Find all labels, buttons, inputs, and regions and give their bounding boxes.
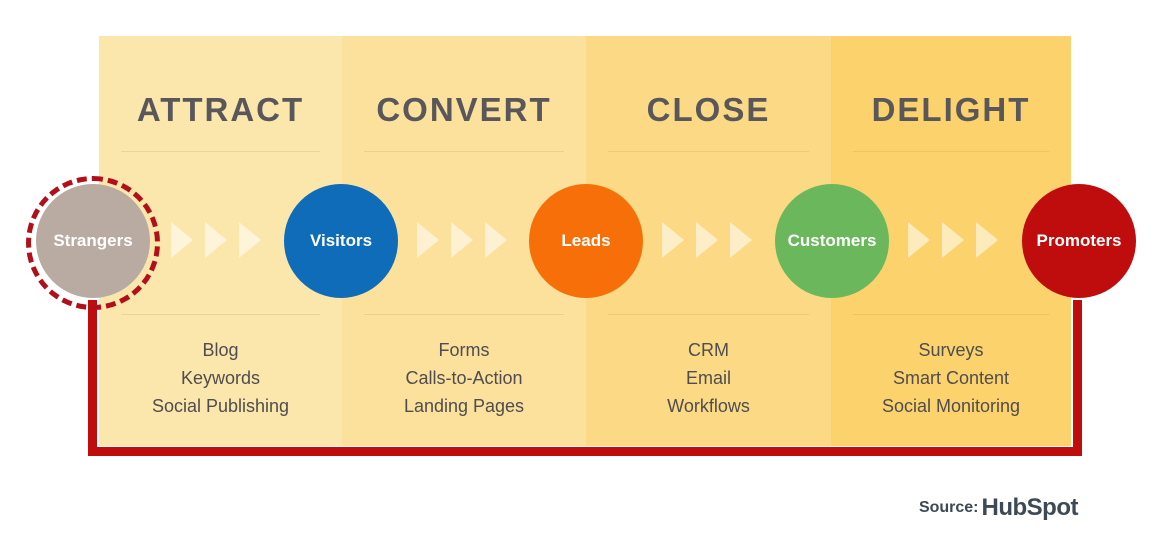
chevron-right-icon [696,222,718,258]
tool-item: Social Monitoring [881,396,1021,416]
divider [121,151,320,152]
persona-label: Strangers [53,231,133,250]
stage-title: CONVERT [376,91,552,128]
tool-item: Forms [438,340,490,360]
chevron-right-icon [417,222,439,258]
chevron-right-icon [205,222,227,258]
chevron-right-icon [908,222,930,258]
promoter-loop-line [88,300,1082,456]
tool-item: Social Publishing [151,396,290,416]
chevron-right-icon [730,222,752,258]
tool-list: Surveys Smart Content Social Monitoring [831,336,1071,420]
persona-customers: Customers [775,184,889,298]
tool-item: Blog [202,340,239,360]
source-label: Source: [918,499,979,516]
chevron-right-icon [976,222,998,258]
divider [121,314,320,315]
hubspot-logo: HubSpot [981,494,1079,521]
persona-visitors: Visitors [284,184,398,298]
chevron-right-icon [451,222,473,258]
tool-item: Keywords [180,368,261,388]
tool-list: Blog Keywords Social Publishing [99,336,342,420]
divider [364,151,564,152]
chevron-right-icon [942,222,964,258]
divider [608,151,809,152]
tool-list: CRM Email Workflows [586,336,831,420]
persona-promoters: Promoters [1022,184,1136,298]
divider [853,314,1049,315]
persona-strangers: Strangers [36,184,150,298]
stage-title: DELIGHT [871,91,1031,128]
persona-label: Promoters [1036,231,1122,250]
source-credit: Source: HubSpot [918,494,1079,522]
tool-item: Email [685,368,731,388]
tool-item: Workflows [667,396,750,416]
tool-item: CRM [688,340,729,360]
chevron-right-icon [662,222,684,258]
persona-label: Leads [561,231,611,250]
tool-item: Landing Pages [403,396,525,416]
tool-list: Forms Calls-to-Action Landing Pages [342,336,586,420]
divider [364,314,564,315]
chevron-right-icon [239,222,261,258]
divider [608,314,809,315]
persona-leads: Leads [529,184,643,298]
stage-title: CLOSE [646,91,771,128]
chevron-right-icon [485,222,507,258]
stage-title: ATTRACT [136,91,305,128]
tool-item: Smart Content [892,368,1010,388]
tool-item: Surveys [918,340,984,360]
strangers-dashed-ring [26,176,160,310]
divider [853,151,1049,152]
tool-item: Calls-to-Action [405,368,523,388]
persona-label: Visitors [309,231,373,250]
chevron-right-icon [171,222,193,258]
persona-label: Customers [787,231,877,250]
